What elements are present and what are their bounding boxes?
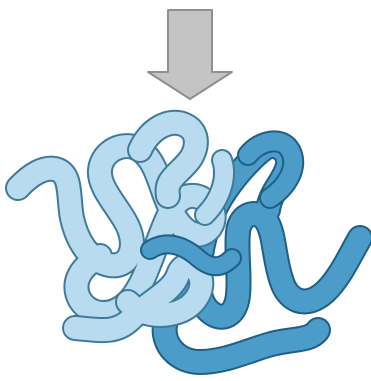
light-strand: [18, 123, 224, 330]
down-arrow-icon: [148, 10, 232, 99]
